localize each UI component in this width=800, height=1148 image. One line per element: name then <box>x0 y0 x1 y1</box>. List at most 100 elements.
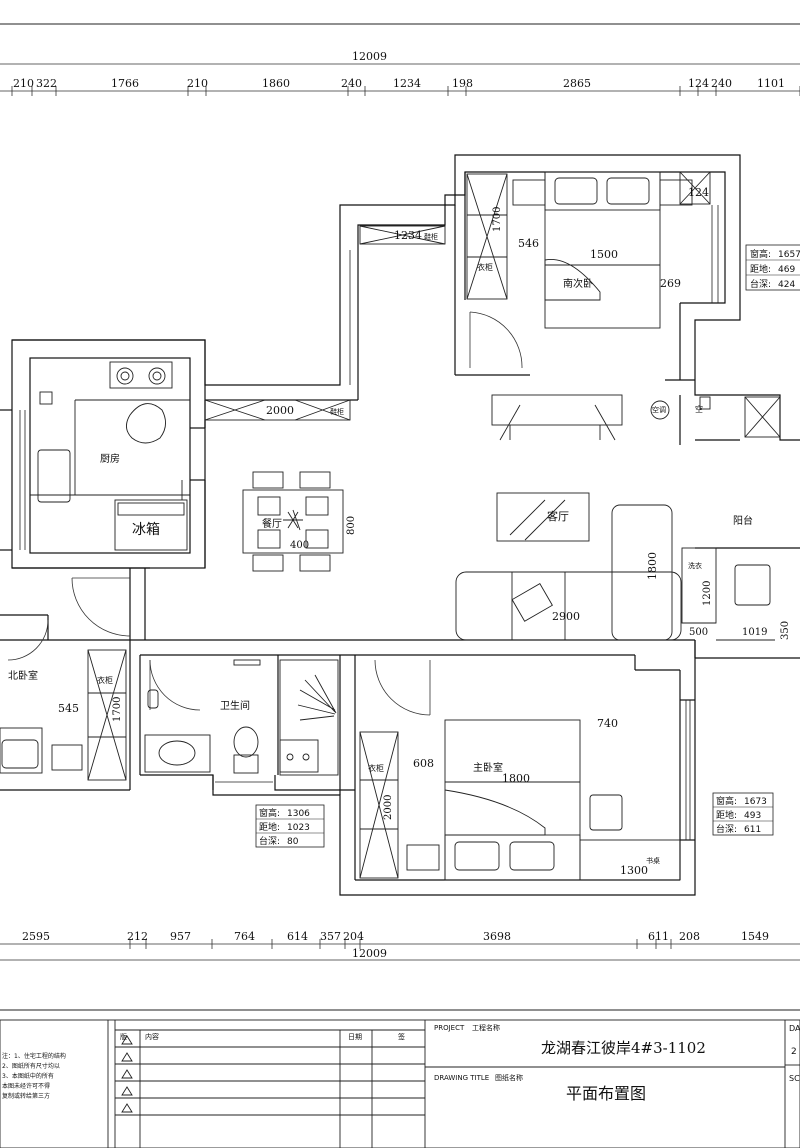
dining-labels: 餐厅 400 800 <box>262 516 357 551</box>
kitchen <box>30 361 190 551</box>
table-cell: 距地: <box>750 263 771 275</box>
dim-text: 1234 <box>394 229 422 242</box>
north-bedroom <box>0 649 127 781</box>
rev-col: 签 <box>398 1032 405 1041</box>
dim-text: 2900 <box>552 610 580 623</box>
room-label: 南次卧 <box>563 277 593 290</box>
dim-text: 546 <box>518 237 539 250</box>
room-label: 客厅 <box>547 509 569 523</box>
table-cell: 1657 <box>778 250 800 260</box>
master-bedroom-labels: 主卧室 1800 740 608 2000 1300 书桌 衣柜 <box>368 717 660 877</box>
bottom-dimension-labels: 2595 212 957 764 614 357 204 3698 611 20… <box>22 930 769 943</box>
dim-text: 545 <box>58 702 79 715</box>
table-cell: 距地: <box>259 821 280 833</box>
balcony <box>681 396 781 641</box>
table-cell: 424 <box>778 280 795 290</box>
top-total-dimension: 12009 <box>352 50 387 63</box>
cabinet-label: 衣柜 <box>97 675 113 685</box>
bottom-total-dimension: 12009 <box>352 947 387 960</box>
table-cell: 台深: <box>750 278 771 290</box>
table-cell: 台深: <box>259 835 280 847</box>
window-table-bath: 窗高: 1306 距地: 1023 台深: 80 <box>255 804 325 848</box>
dim-label: 240 <box>711 77 732 90</box>
dim-label: 1860 <box>262 77 290 90</box>
table-cell: 1673 <box>744 797 767 807</box>
walls <box>0 154 800 896</box>
room-label: 阳台 <box>733 514 753 527</box>
room-label: 餐厅 <box>262 517 282 530</box>
table-cell: 493 <box>744 811 761 821</box>
note-line: 注：1、住宅工程的结构 <box>2 1052 66 1060</box>
dim-text: 1800 <box>502 772 530 785</box>
dim-label: 198 <box>452 77 473 90</box>
dim-label: 210 <box>13 77 34 90</box>
table-cell: 台深: <box>716 823 737 835</box>
master-bedroom <box>359 719 681 881</box>
bottom-dimensions <box>0 939 800 961</box>
dim-text: 1700 <box>492 207 503 232</box>
room-label: 卫生间 <box>220 699 250 712</box>
dim-label: 2865 <box>563 77 591 90</box>
project-sub-label: 工程名称 <box>472 1023 500 1032</box>
rev-col: 内容 <box>145 1032 159 1041</box>
cabinet-label: 衣柜 <box>368 763 384 773</box>
dim-label: 124 <box>688 77 709 90</box>
window-table-south: 窗高: 1657 距地: 469 台深: 424 <box>745 244 800 291</box>
balcony-labels: 阳台 洗衣 空 1200 500 1019 350 <box>688 404 791 640</box>
project-name: 龙湖春江彼岸4#3-1102 <box>541 1039 706 1057</box>
living-room <box>455 394 682 641</box>
dim-text: 1200 <box>702 581 713 606</box>
dim-text: 1019 <box>742 627 767 638</box>
right-col-label: DA <box>789 1024 800 1033</box>
table-cell: 窗高: <box>259 807 280 819</box>
living-cabinet <box>204 399 351 421</box>
dim-text: 400 <box>290 540 309 551</box>
dim-label: 240 <box>341 77 362 90</box>
dim-label: 1549 <box>741 930 769 943</box>
top-dimensions <box>0 63 800 96</box>
dim-text: 800 <box>346 516 357 535</box>
cabinet-label: 鞋柜 <box>330 407 344 416</box>
ac-label: 空调 <box>652 405 666 414</box>
dim-text: 124 <box>688 186 709 199</box>
project-label: PROJECT <box>434 1024 465 1032</box>
dim-text: 2000 <box>266 404 294 417</box>
revision-header: 版 内容 日期 签 <box>120 1032 405 1041</box>
dim-label: 210 <box>187 77 208 90</box>
door-swings <box>7 311 523 716</box>
note-line: 本图未经许可不得 <box>2 1082 50 1090</box>
cabinet-label: 鞋柜 <box>424 232 438 241</box>
bathroom <box>144 659 339 776</box>
right-col-value: 2 <box>791 1047 797 1057</box>
table-cell: 窗高: <box>716 795 737 807</box>
dim-text: 1700 <box>112 697 123 722</box>
dim-text: 2000 <box>383 795 394 820</box>
dim-label: 2595 <box>22 930 50 943</box>
window-table-master: 窗高: 1673 距地: 493 台深: 611 <box>712 792 774 836</box>
dim-label: 357 <box>320 930 341 943</box>
dim-label: 212 <box>127 930 148 943</box>
south-bedroom-labels: 南次卧 1500 546 269 124 1700 衣柜 1234 鞋柜 <box>394 186 709 290</box>
table-cell: 1306 <box>287 809 310 819</box>
living-labels: 客厅 2900 1800 空调 <box>547 405 666 623</box>
drawing-title-label: DRAWING TITLE <box>434 1074 489 1082</box>
room-label: 主卧室 <box>473 761 503 774</box>
cabinet-label: 衣柜 <box>477 262 493 272</box>
dim-label: 1766 <box>111 77 139 90</box>
dim-label: 1234 <box>393 77 421 90</box>
dim-text: 1800 <box>646 552 659 580</box>
dim-label: 764 <box>234 930 255 943</box>
dim-label: 204 <box>343 930 364 943</box>
north-bedroom-labels: 北卧室 545 1700 衣柜 <box>8 669 123 722</box>
table-cell: 80 <box>287 837 299 847</box>
top-dimension-labels: 210 322 1766 210 1860 240 1234 198 2865 … <box>13 77 785 90</box>
note-line: 2、图纸所有尺寸均以 <box>2 1062 60 1070</box>
table-cell: 469 <box>778 265 795 275</box>
dim-label: 3698 <box>483 930 511 943</box>
dim-text: 269 <box>660 277 681 290</box>
dim-text: 350 <box>780 621 791 640</box>
dim-label: 957 <box>170 930 191 943</box>
table-cell: 窗高: <box>750 248 771 260</box>
ac-partial-label: 空 <box>695 404 703 414</box>
dim-text: 1500 <box>590 248 618 261</box>
